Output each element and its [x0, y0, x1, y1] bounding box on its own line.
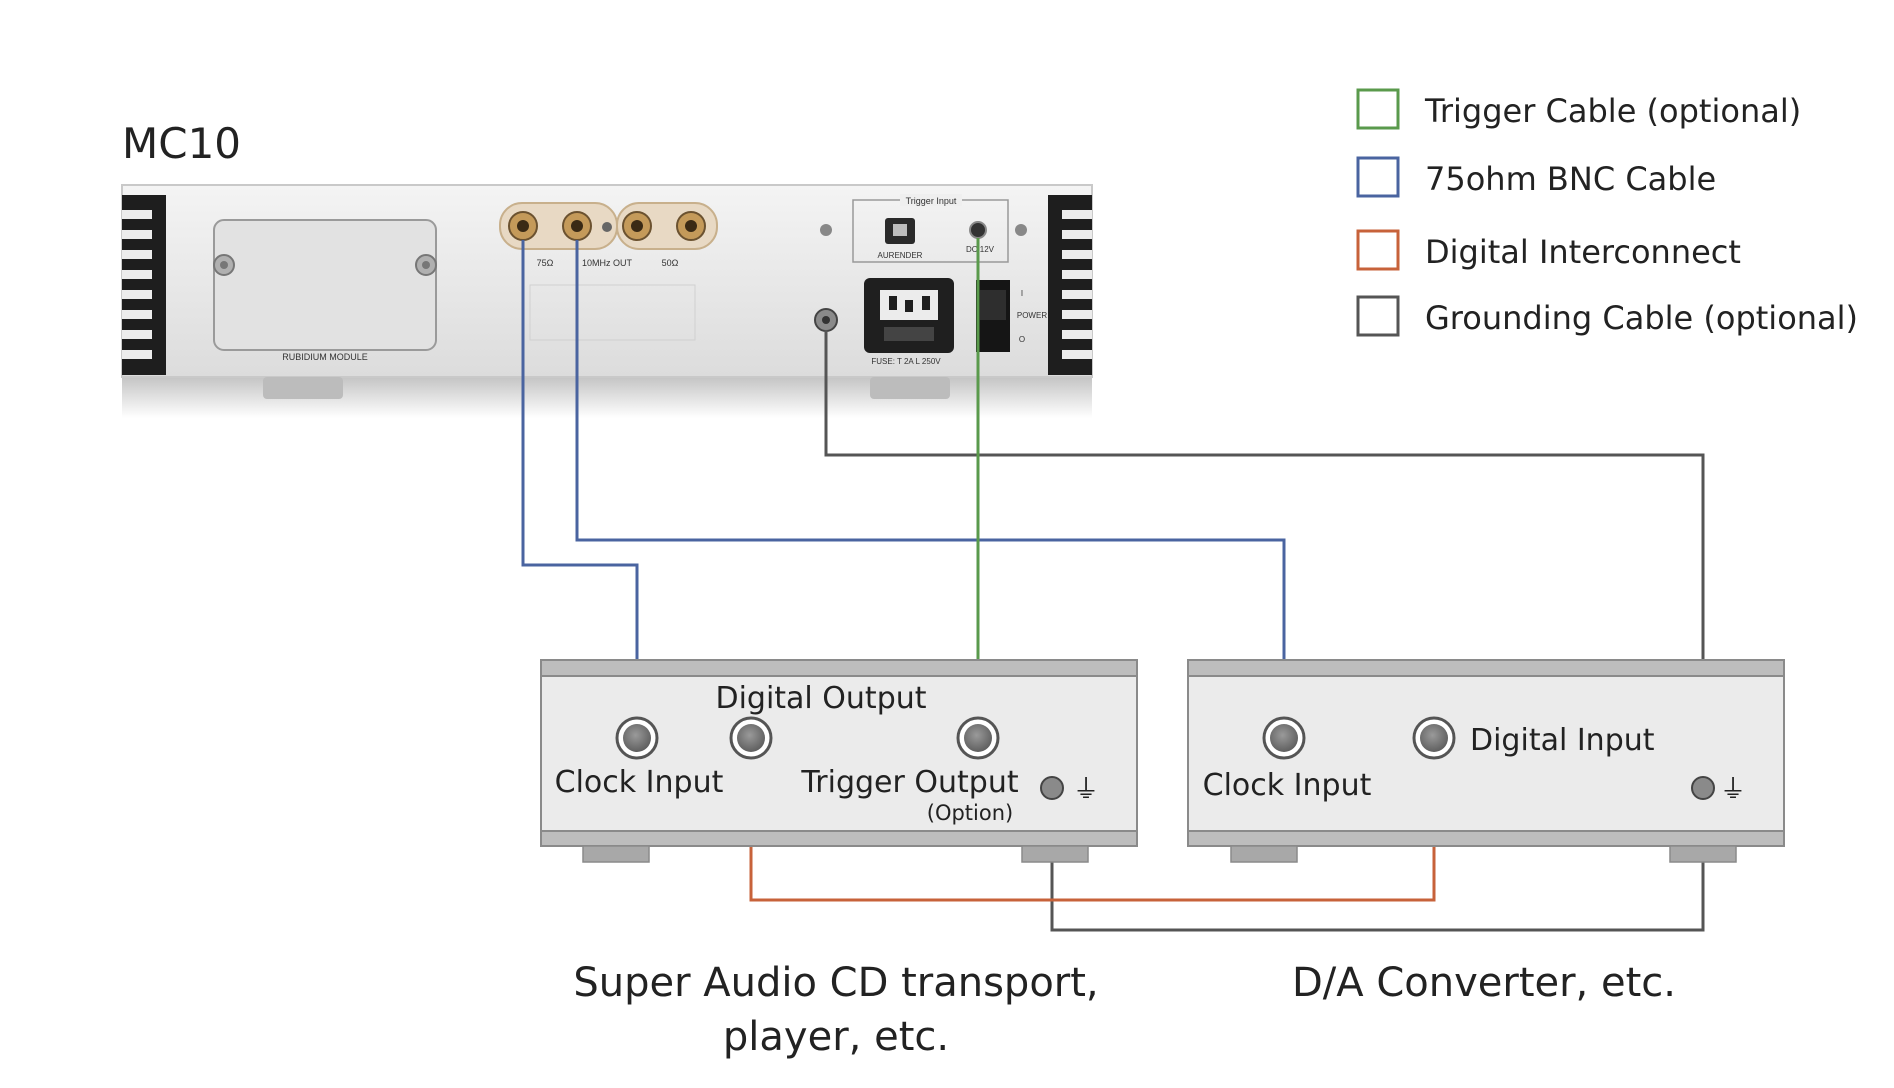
transport-device: ⏚ Digital Output Clock Input Trigger Out…: [540, 659, 1138, 863]
rubidium-module-label: RUBIDIUM MODULE: [282, 352, 368, 362]
legend: Trigger Cable (optional) 75ohm BNC Cable…: [1356, 88, 1858, 337]
legend-label-digital: Digital Interconnect: [1425, 233, 1741, 271]
legend-swatch-trigger: [1356, 88, 1400, 130]
ground-terminal-icon: [1691, 776, 1715, 800]
legend-label-bnc: 75ohm BNC Cable: [1425, 160, 1716, 198]
fuse-label: FUSE: T 2A L 250V: [871, 357, 941, 366]
option-label: (Option): [927, 801, 1013, 825]
transport-top-strip: [540, 659, 1138, 677]
label-area: [529, 284, 696, 341]
digital-output-jack-icon: [729, 716, 773, 760]
mc10-foot-left: [263, 377, 343, 399]
rubidium-module-plate: [213, 219, 437, 351]
screw-icon: [820, 224, 832, 236]
heatsink-right: [1048, 195, 1092, 375]
dac-digital-input-jack-icon: [1412, 716, 1456, 760]
bnc-connector-icon: [508, 211, 538, 241]
transport-foot-right: [1021, 845, 1089, 863]
ground-terminal-icon: [1040, 776, 1064, 800]
led-icon: [602, 222, 612, 232]
trigger-input-label: Trigger Input: [906, 196, 957, 206]
dc-jack-icon: [969, 221, 987, 239]
heatsink-left: [122, 195, 166, 375]
trigger-output-jack-icon: [956, 716, 1000, 760]
transport-foot-left: [582, 845, 650, 863]
dac-digital-input-label: Digital Input: [1470, 723, 1655, 758]
legend-swatch-bnc: [1356, 156, 1400, 198]
legend-swatch-ground: [1356, 295, 1400, 337]
bnc-75-label: 75Ω: [537, 258, 554, 268]
dac-top-strip: [1187, 659, 1785, 677]
power-label: POWER: [1017, 311, 1047, 320]
mc10-foot-right: [870, 377, 950, 399]
bnc-cable-to-dac: [575, 240, 1286, 720]
power-on-label: I: [1021, 289, 1023, 298]
dc12v-label: DC 12V: [966, 245, 995, 254]
bnc-50-label: 50Ω: [662, 258, 679, 268]
ground-symbol: ⏚: [1073, 775, 1099, 805]
dac-clock-input-jack-icon: [1262, 716, 1306, 760]
clock-input-label: Clock Input: [555, 765, 724, 800]
transport-bottom-strip: [540, 830, 1138, 847]
dac-clock-input-label: Clock Input: [1203, 768, 1372, 803]
device-title: MC10: [122, 119, 241, 168]
legend-swatch-digital: [1356, 229, 1400, 271]
aurender-label: AURENDER: [878, 251, 923, 260]
dac-foot-right: [1669, 845, 1737, 863]
clock-input-jack-icon: [615, 716, 659, 760]
power-off-label: O: [1019, 335, 1025, 344]
bnc-connector-icon: [676, 211, 706, 241]
mc10-rear-panel: RUBIDIUM MODULE 75Ω 10MHz OUT 50Ω Trigge…: [121, 184, 1093, 418]
screw-icon: [1015, 224, 1027, 236]
ground-terminal-icon: [814, 308, 838, 332]
legend-label-trigger: Trigger Cable (optional): [1424, 92, 1801, 130]
legend-label-ground: Grounding Cable (optional): [1425, 299, 1858, 337]
dac-device: ⏚ Clock Input Digital Input: [1187, 659, 1785, 863]
bnc-cable-to-transport: [521, 240, 639, 720]
dac-ground-symbol: ⏚: [1720, 775, 1746, 805]
dac-bottom-strip: [1187, 830, 1785, 847]
bnc-connector-icon: [622, 211, 652, 241]
digital-output-label: Digital Output: [715, 681, 926, 716]
trigger-output-label: Trigger Output: [800, 765, 1018, 800]
transport-caption-line2: player, etc.: [723, 1014, 949, 1060]
transport-caption-line1: Super Audio CD transport,: [573, 960, 1098, 1006]
dac-foot-left: [1230, 845, 1298, 863]
bnc-out-label: 10MHz OUT: [582, 258, 633, 268]
dac-caption: D/A Converter, etc.: [1292, 960, 1676, 1006]
bnc-connector-icon: [562, 211, 592, 241]
